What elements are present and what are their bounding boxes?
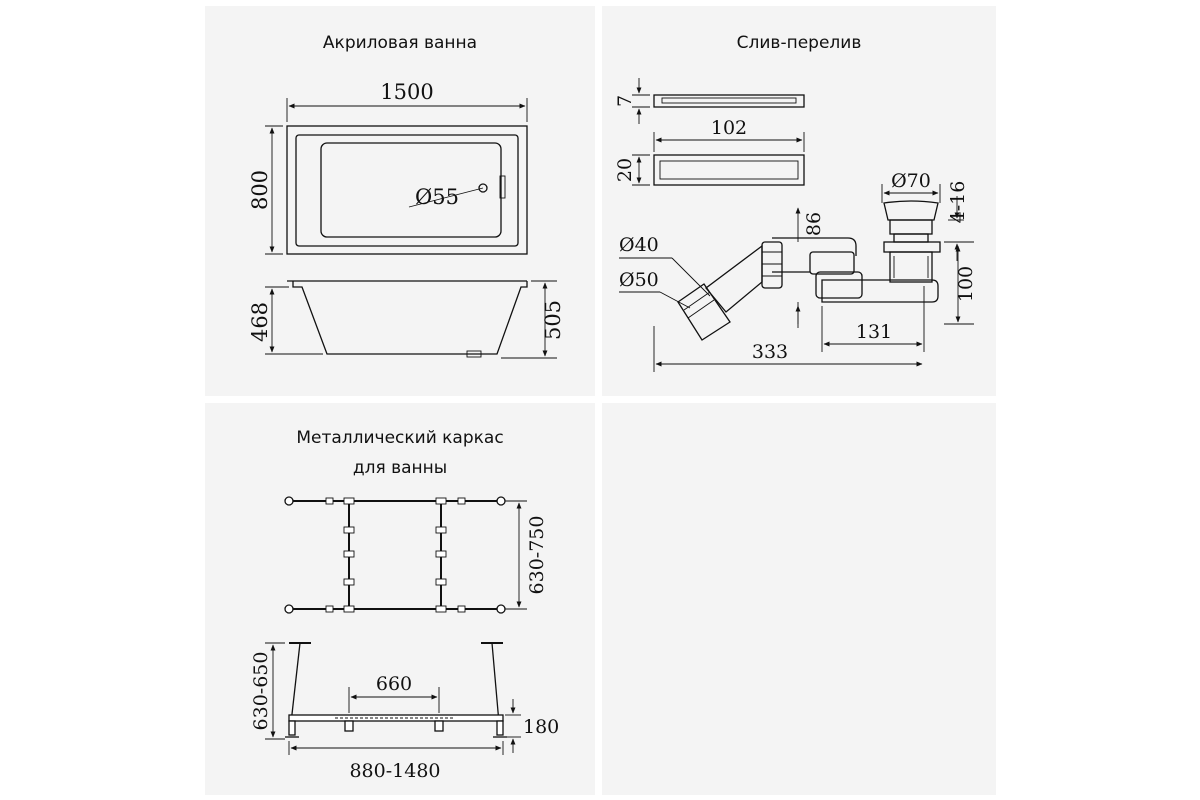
bath-drawing: 1500 800 Ø55 468 505 [248,80,565,359]
dim-length-range: 880-1480 [349,760,440,782]
dim-width: 800 [248,170,272,210]
overflow-cover-top [653,94,805,108]
dim-drain-dia: Ø55 [415,185,459,209]
dim-offset: 131 [856,321,892,343]
outlet-pipe [677,283,731,341]
dim-leg-spacing: 660 [376,673,412,695]
dim-length: 1500 [380,80,433,104]
drain-drawing: 7 102 20 Ø70 4-16 [614,78,977,372]
trap-pipe [821,279,939,303]
outlet-elbow [705,244,763,313]
dim-cover-width: 102 [711,117,747,139]
frame-leg-right [491,642,500,724]
drain-cap [883,200,939,221]
panel-title-frame-2: для ванны [352,458,448,478]
bath-foot [466,350,482,358]
drain-body [889,251,933,283]
overflow-cover-side [653,154,805,186]
panel-title-drain: Слив-перелив [736,33,862,53]
dim-total: 333 [752,341,788,363]
dim-cap-range: 4-16 [947,181,969,224]
pipe-nut [761,241,783,289]
dim-cover-depth: 20 [614,158,636,182]
dim-cover-height: 7 [614,95,636,107]
bath-side-profile [292,281,528,355]
frame-leg-left [290,642,301,724]
panel-acrylic-bath: Акриловая ванна 1500 800 Ø55 468 [205,6,595,396]
dim-height-range: 630-650 [250,652,272,731]
dim-dia-50: Ø50 [619,269,659,291]
overflow-slot [499,175,506,199]
dim-inner-depth: 468 [248,302,272,342]
panel-title-bath: Акриловая ванна [322,33,478,53]
dim-outer-depth: 505 [541,300,565,340]
bath-bowl [320,142,502,238]
dim-min-height: 180 [523,716,559,738]
dim-body-height: 100 [955,266,977,302]
dim-pipe-height: 86 [803,212,825,236]
dim-cap-dia: Ø70 [891,170,931,192]
panel-empty [602,403,996,795]
dim-dia-40: Ø40 [619,234,659,256]
panel-drain-overflow: Слив-перелив 7 102 20 Ø70 4-16 [602,6,996,396]
panel-title-frame-1: Металлический каркас [296,428,504,448]
frame-drawing: 630-750 630-650 660 180 880-1480 [250,496,559,782]
bath-rim [295,134,519,247]
dim-width-range: 630-750 [526,516,548,595]
bath-top-outline [286,125,528,255]
drain-leader [408,187,484,208]
drain-hole [478,183,488,193]
panel-metal-frame: Металлический каркас для ванны 630-750 [205,403,595,795]
